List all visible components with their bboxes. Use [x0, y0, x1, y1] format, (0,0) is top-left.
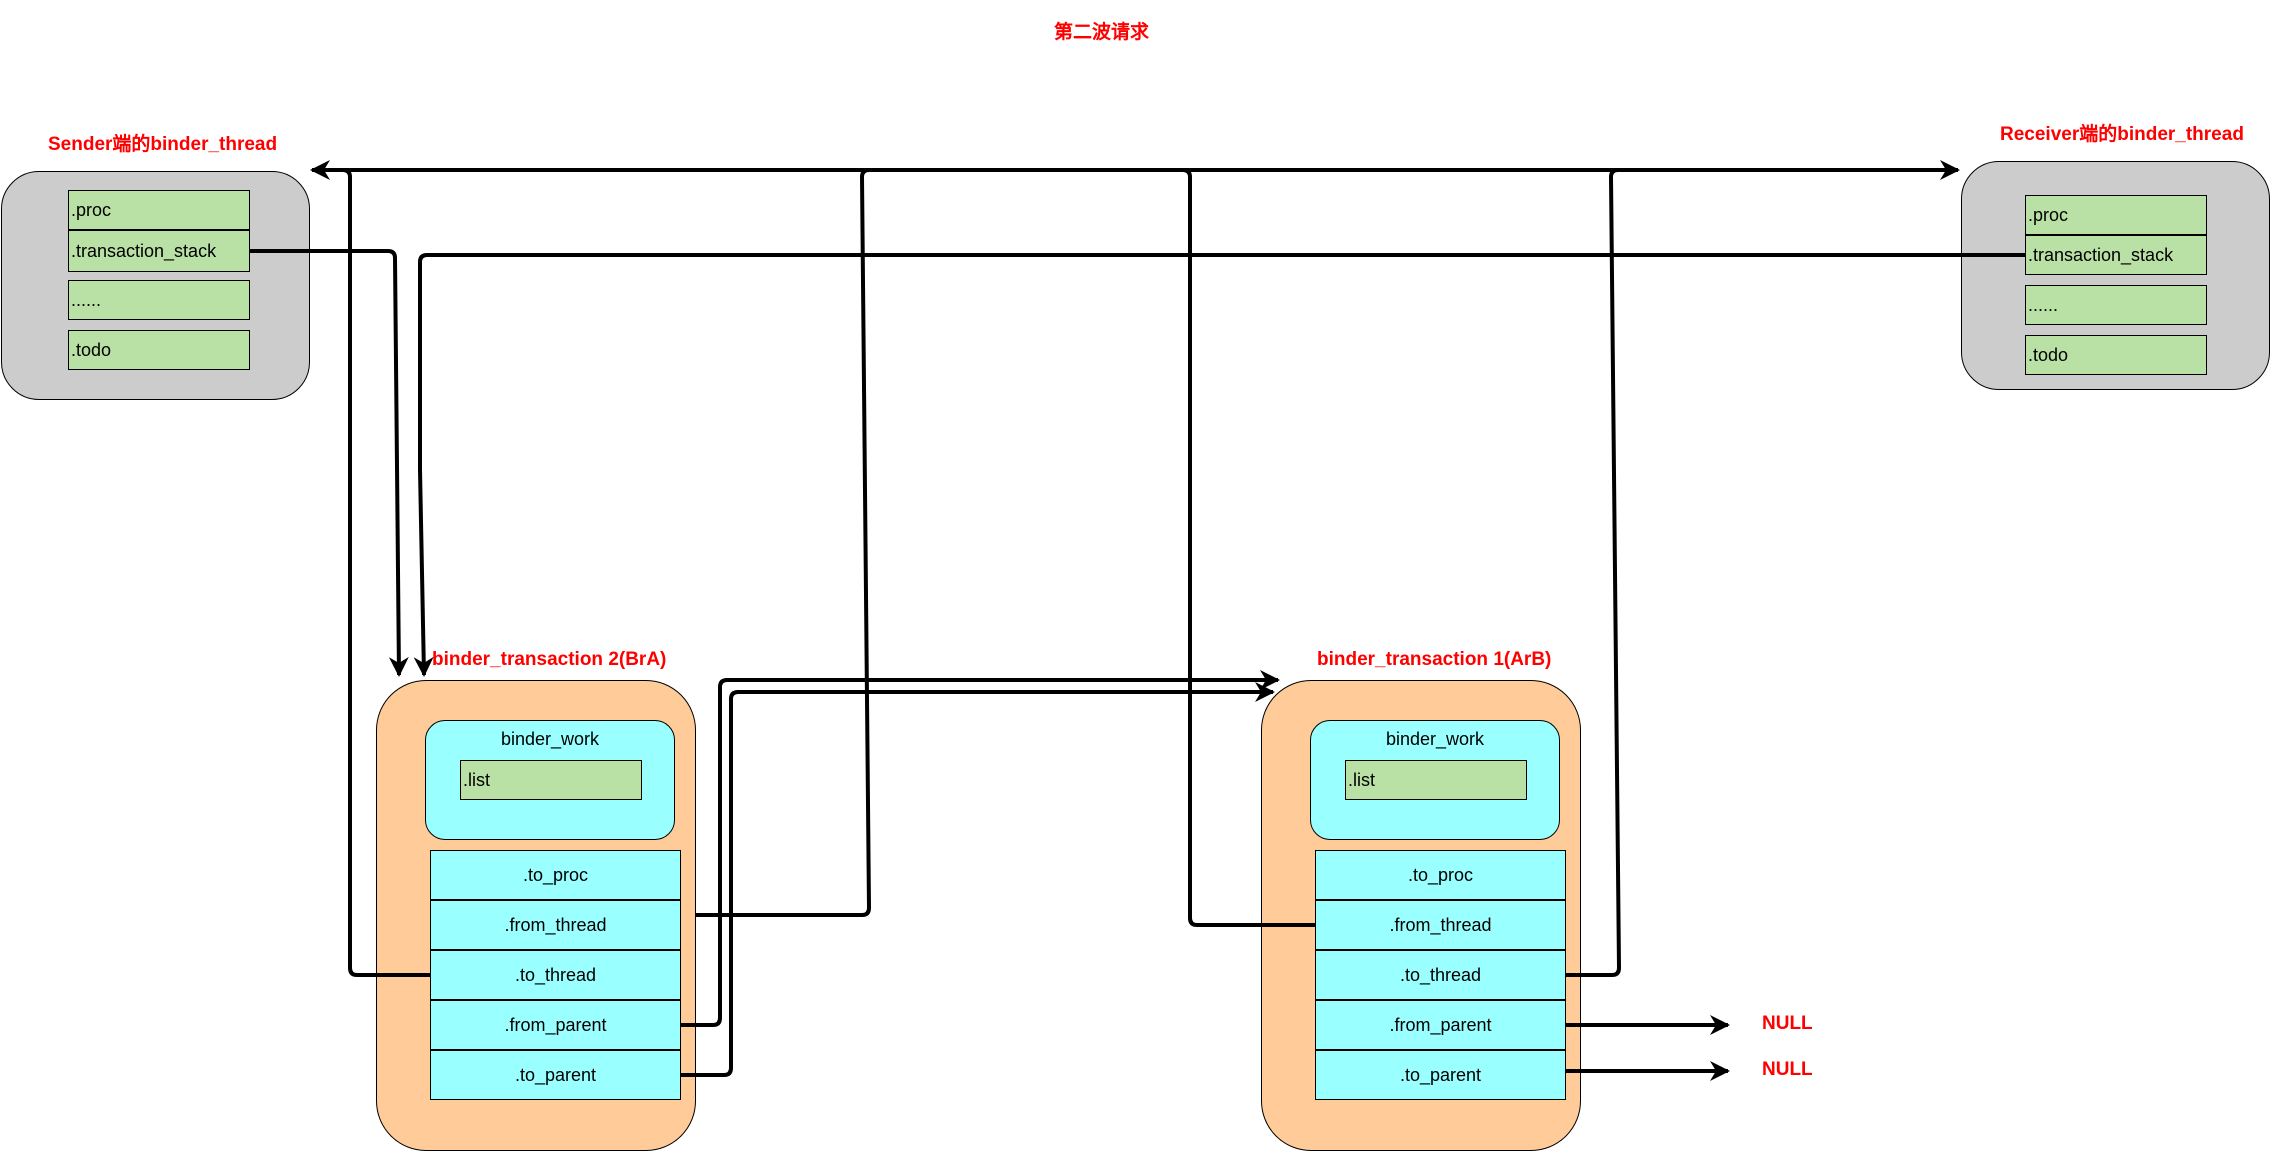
sender-thread-title: Sender端的binder_thread [48, 134, 278, 155]
receiver-thread-title: Receiver端的binder_thread [2000, 124, 2244, 145]
transaction-2-field-from-parent: .from_parent [430, 1000, 681, 1050]
transaction-2-field-from-thread: .from_thread [430, 900, 681, 950]
transaction-1-field-to-parent: .to_parent [1315, 1050, 1566, 1100]
transaction-2-list: .list [460, 760, 642, 800]
tx2-to-parent-link [681, 682, 1275, 1077]
sender-field-todo: .todo [68, 330, 250, 370]
transaction-1-title: binder_transaction 1(ArB) [1317, 649, 1552, 670]
receiver-field-transaction-stack: .transaction_stack [2025, 235, 2207, 275]
transaction-1-binder-work-title: binder_work [1385, 729, 1485, 749]
transaction-2-binder-work-title: binder_work [500, 729, 600, 749]
transaction-2-title: binder_transaction 2(BrA) [432, 649, 667, 670]
null-label-from-parent: NULL [1762, 1013, 1813, 1034]
receiver-field-ellipsis: ...... [2025, 285, 2207, 325]
transaction-2-field-to-thread: .to_thread [430, 950, 681, 1000]
tx2-from-parent-link [681, 670, 1280, 1027]
sender-field-proc: .proc [68, 190, 250, 230]
transaction-1-field-to-proc: .to_proc [1315, 850, 1566, 900]
transaction-2-field-to-proc: .to_proc [430, 850, 681, 900]
page-title: 第二波请求 [1054, 22, 1150, 43]
null-label-to-parent: NULL [1762, 1059, 1813, 1080]
transaction-1-field-to-thread: .to_thread [1315, 950, 1566, 1000]
receiver-field-todo: .todo [2025, 335, 2207, 375]
transaction-1-list: .list [1345, 760, 1527, 800]
receiver-field-proc: .proc [2025, 195, 2207, 235]
transaction-1-field-from-parent: .from_parent [1315, 1000, 1566, 1050]
sender-field-transaction-stack: .transaction_stack [68, 230, 250, 272]
receiver-transaction-stack-link [413, 253, 2025, 677]
tx2-from-thread-link [696, 168, 871, 917]
transaction-1-field-from-thread: .from_thread [1315, 900, 1566, 950]
transaction-2-field-to-parent: .to_parent [430, 1050, 681, 1100]
sender-field-ellipsis: ...... [68, 280, 250, 320]
